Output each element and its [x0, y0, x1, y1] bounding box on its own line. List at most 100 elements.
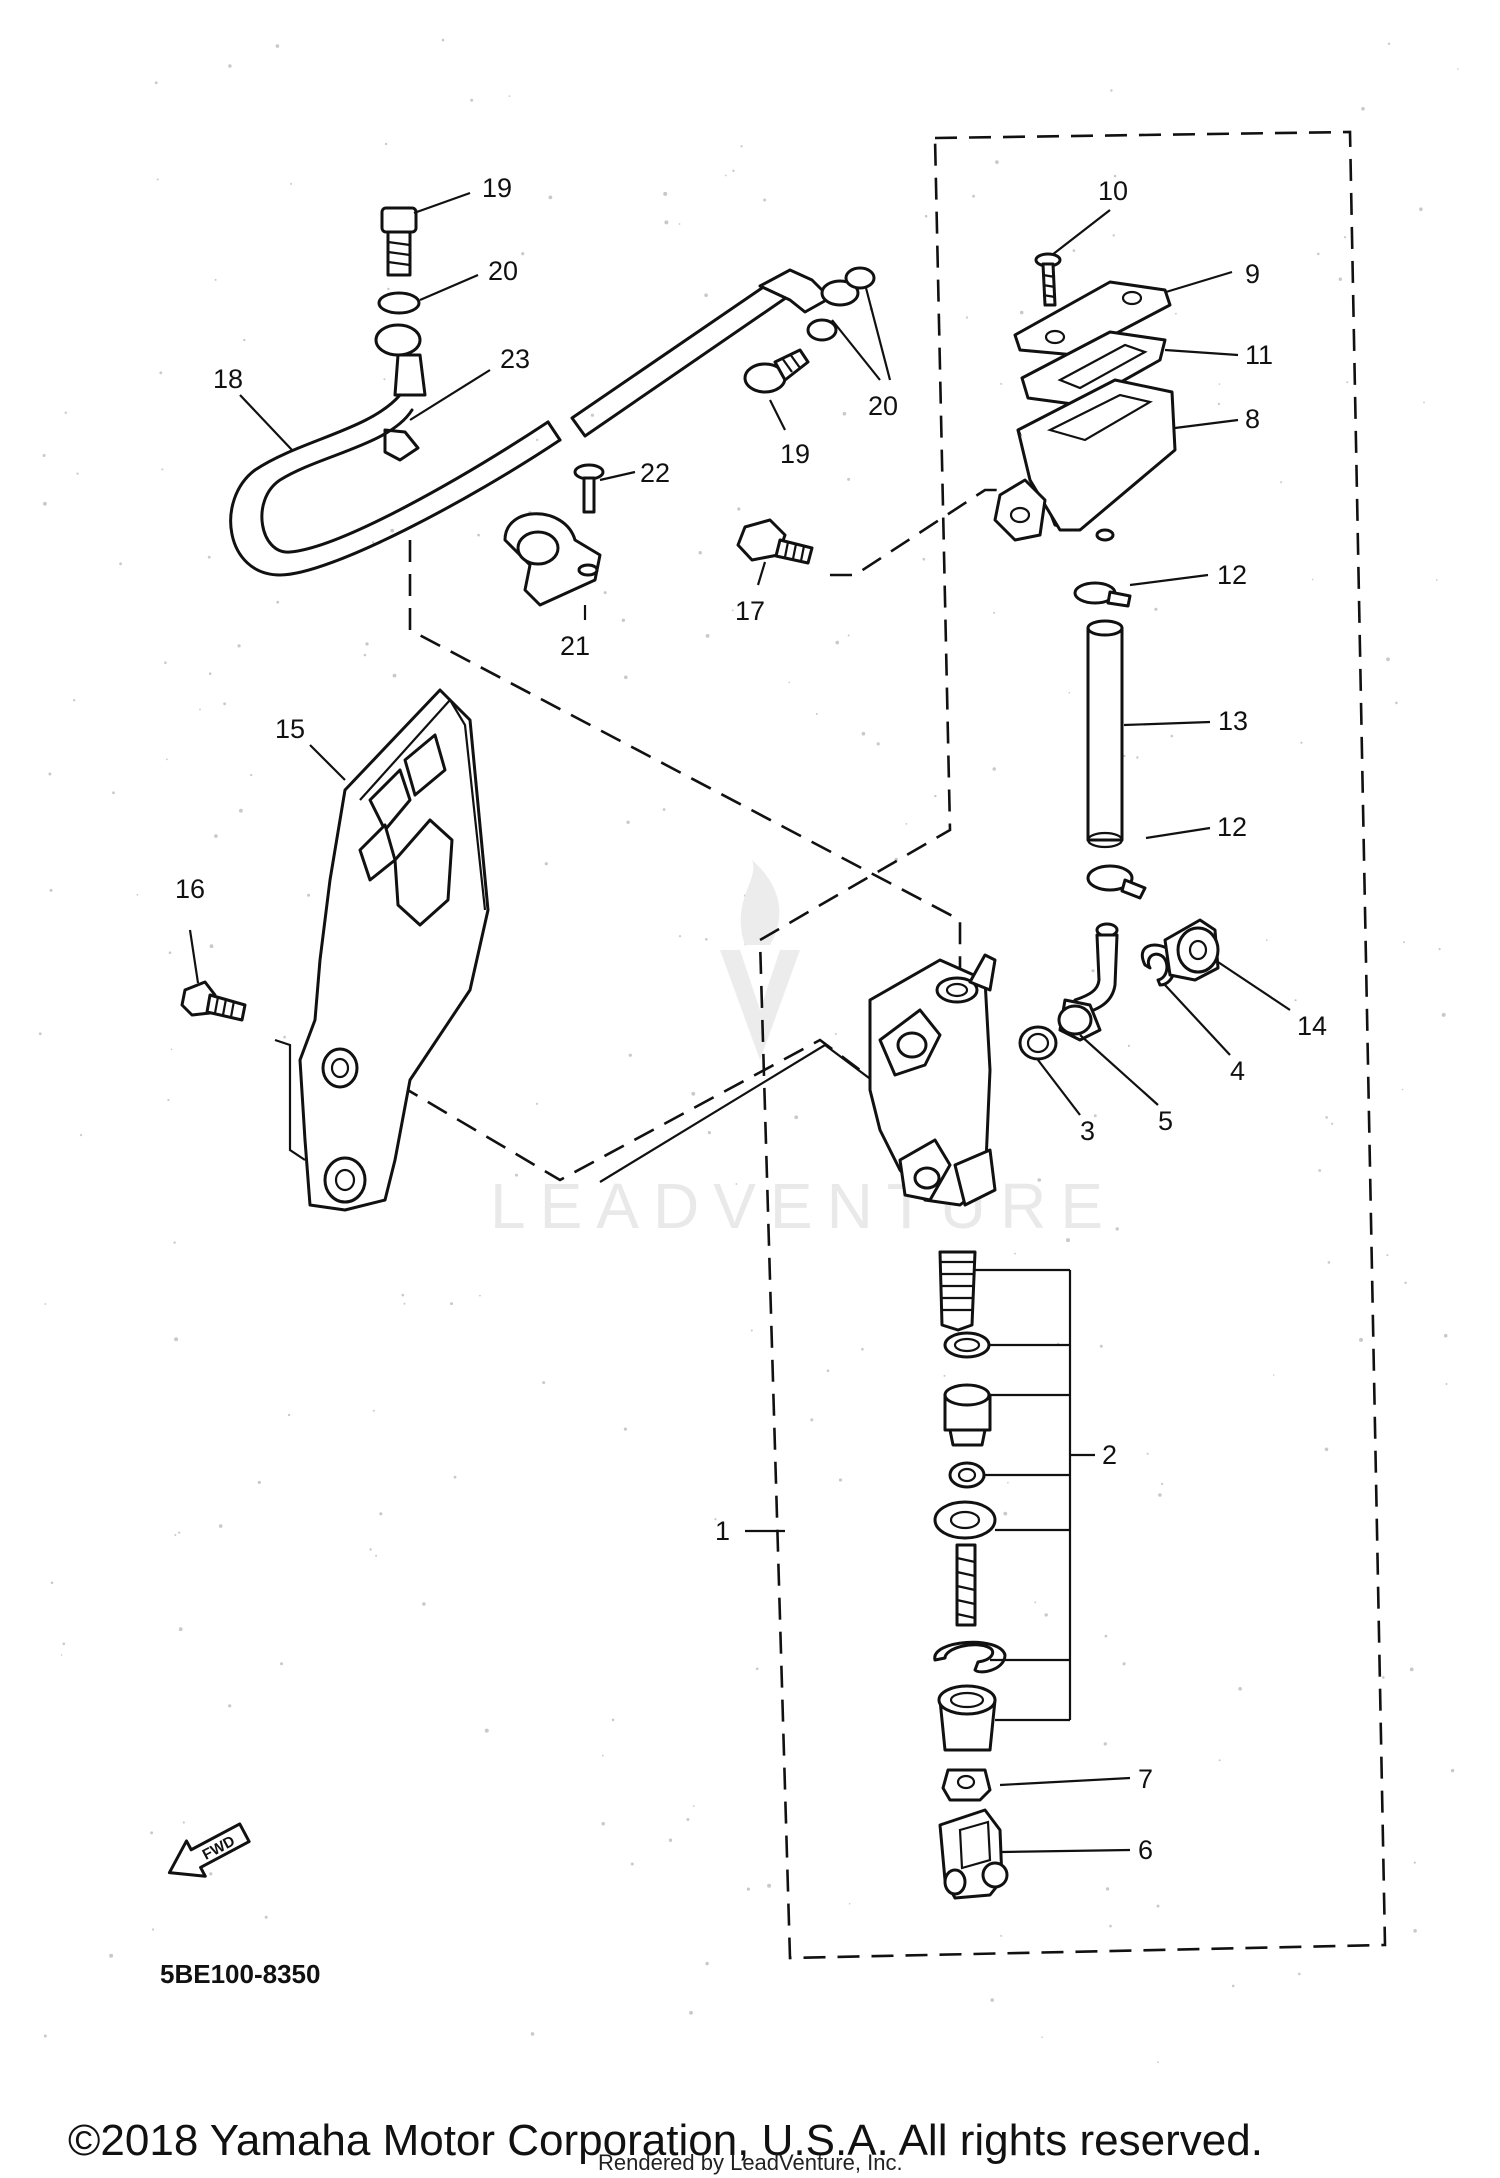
speckle-dot — [943, 1374, 946, 1377]
speckle-dot — [995, 160, 999, 165]
speckle-dot — [705, 634, 710, 638]
arrow-fwd-icon: FWD — [167, 1822, 251, 1878]
speckle-dot — [601, 1822, 605, 1826]
speckle-dot — [1331, 1122, 1334, 1125]
speckle-dot — [239, 808, 243, 813]
speckle-dot — [876, 742, 880, 746]
speckle-dot — [834, 1033, 837, 1035]
speckle-dot — [1113, 174, 1117, 178]
speckle-dot — [159, 371, 163, 375]
speckle-dot — [387, 287, 390, 291]
part-11-diaphragm — [1020, 330, 1167, 407]
speckle-dot — [1324, 1447, 1329, 1452]
speckle-dot — [1127, 1044, 1130, 1047]
callout-17: 17 — [735, 596, 765, 626]
speckle-dot — [1265, 939, 1268, 941]
speckle-dot — [630, 1862, 634, 1866]
leader-lines — [188, 191, 1291, 1854]
speckle-dot — [401, 1293, 405, 1297]
speckle-dot — [209, 1872, 213, 1876]
speckle-dot — [705, 1961, 709, 1966]
callout-14: 14 — [1297, 1011, 1327, 1041]
speckle-dot — [1093, 1114, 1097, 1118]
part-10-screw — [1034, 252, 1062, 307]
speckle-dot — [735, 1183, 738, 1185]
rendered-by-text: Rendered by LeadVenture, Inc. — [598, 2150, 903, 2175]
part-3-o-ring — [1018, 1025, 1058, 1061]
speckle-dot — [1146, 1452, 1149, 1455]
callout-1: 1 — [715, 1516, 730, 1546]
assembly-boundary — [758, 130, 1387, 1960]
speckle-dot — [1123, 754, 1126, 758]
speckle-dot — [861, 1347, 864, 1351]
speckle-dot — [1104, 1634, 1108, 1638]
speckle-dot — [276, 600, 280, 604]
speckle-dot — [228, 64, 232, 68]
speckle-dot — [43, 2034, 47, 2038]
speckle-dot — [993, 611, 996, 614]
part-19-banjo-bolt-b — [743, 348, 810, 394]
speckle-dot — [1154, 607, 1158, 611]
speckle-dot — [838, 1478, 843, 1482]
speckle-dot — [1170, 734, 1174, 738]
speckle-dot — [390, 528, 395, 533]
speckle-dot — [1217, 402, 1221, 406]
speckle-dot — [233, 375, 235, 377]
speckle-dot — [383, 378, 386, 381]
callout-20-mid: 20 — [868, 391, 898, 421]
speckle-dot — [62, 1642, 66, 1646]
speckle-dot — [182, 1821, 185, 1824]
speckle-dot — [154, 81, 158, 85]
speckle-dot — [422, 1602, 426, 1606]
speckle-dot — [307, 893, 311, 897]
speckle-dot — [628, 1053, 632, 1057]
speckle-dot — [49, 888, 53, 892]
speckle-dot — [372, 1409, 375, 1412]
callout-3: 3 — [1080, 1116, 1095, 1146]
part-20-washer — [377, 291, 421, 315]
speckle-dot — [1066, 1238, 1070, 1243]
speckle-dot — [678, 935, 682, 938]
speckle-dot — [603, 591, 607, 595]
speckle-dot — [168, 951, 172, 954]
speckle-dot — [1158, 1493, 1162, 1497]
part-22-screw — [573, 463, 605, 514]
connector-line-15 — [599, 1043, 886, 1183]
speckle-dot — [542, 1381, 546, 1385]
speckle-dot — [621, 618, 626, 622]
watermark: LEADVENTURE — [490, 860, 1103, 1242]
speckle-dot — [1401, 1088, 1404, 1091]
speckle-dot — [1280, 481, 1283, 484]
speckle-dot — [1000, 1934, 1003, 1937]
speckle-dot — [1311, 578, 1314, 581]
speckle-dot — [601, 1754, 604, 1757]
speckle-dot — [1457, 68, 1459, 70]
speckle-dot — [243, 338, 246, 342]
speckle-dot — [283, 1035, 286, 1039]
speckle-dot — [1343, 236, 1347, 239]
connector-line-bolt17 — [830, 488, 1000, 577]
speckle-dot — [1007, 1481, 1009, 1484]
speckle-dot — [371, 541, 375, 544]
speckle-dot — [164, 661, 167, 664]
speckle-dot — [1218, 1759, 1221, 1762]
callout-12-top: 12 — [1217, 560, 1247, 590]
speckle-dot — [810, 1418, 814, 1422]
speckle-dot — [43, 501, 47, 506]
master-cylinder-body — [868, 953, 997, 1207]
callout-23: 23 — [500, 344, 530, 374]
speckle-dot — [922, 557, 926, 561]
speckle-dot — [704, 293, 708, 298]
part-19-banjo-bolt — [380, 206, 418, 277]
part-18-banjo-fitting — [374, 323, 427, 397]
speckle-dot — [794, 1115, 799, 1120]
speckle-dot — [64, 411, 68, 414]
speckle-dot — [1413, 1861, 1416, 1864]
speckle-dot — [161, 468, 164, 471]
speckle-dot — [1387, 42, 1391, 45]
speckle-dot — [80, 1134, 83, 1137]
speckle-dot — [174, 1534, 177, 1536]
callout-11: 11 — [1245, 340, 1273, 370]
speckle-dot — [1386, 1254, 1389, 1257]
